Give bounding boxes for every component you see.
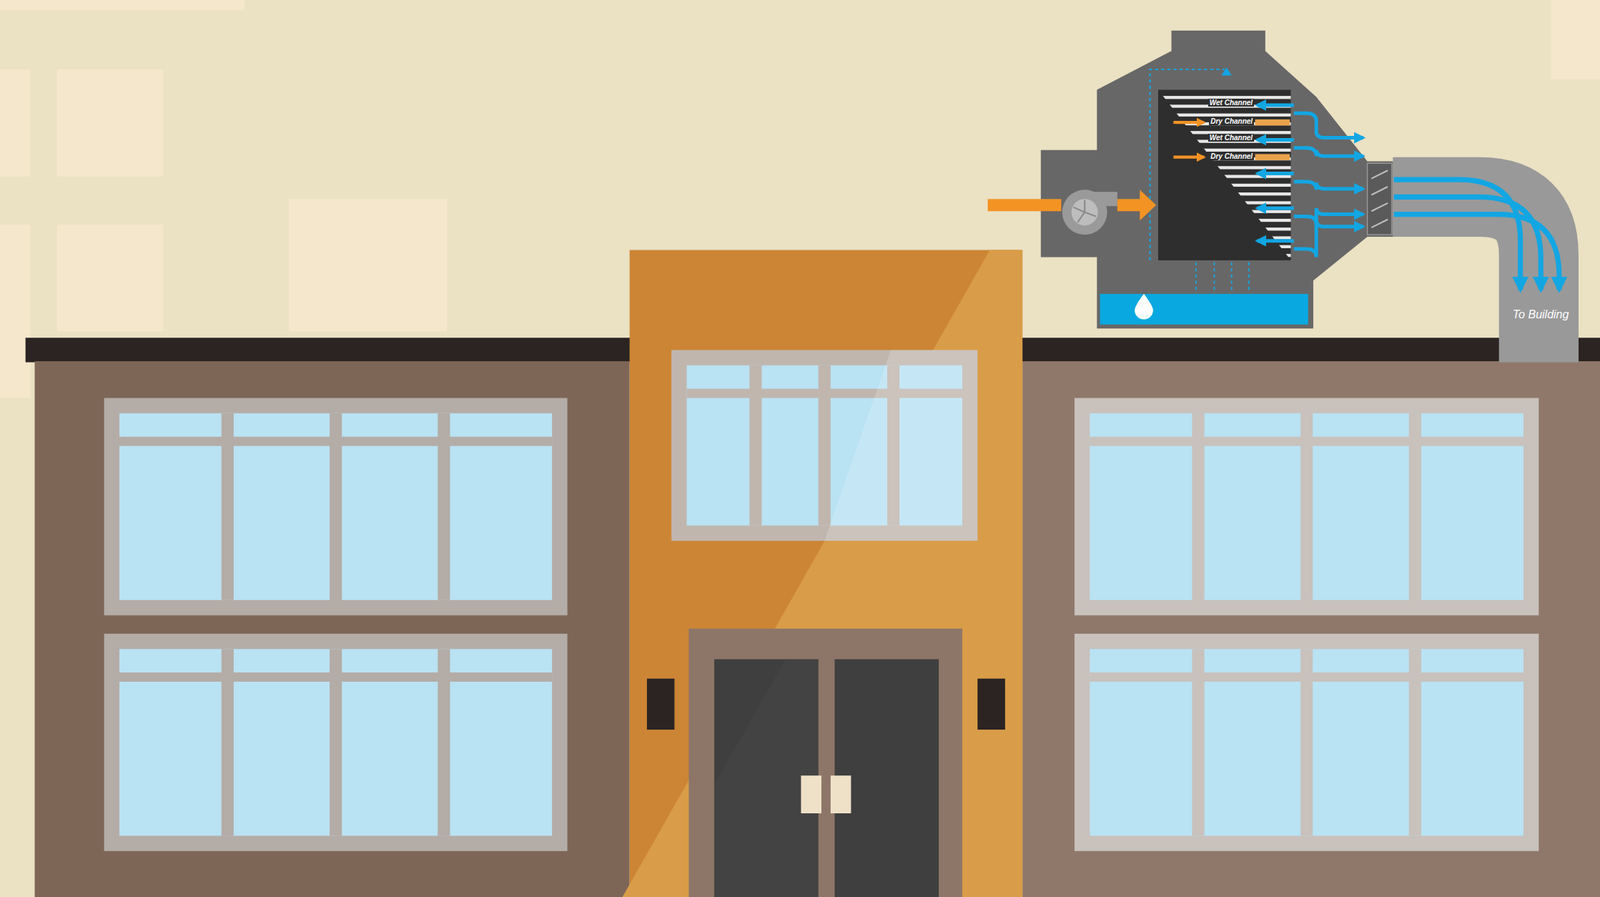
window-frame [671,349,978,541]
air-flows [1173,105,1363,258]
intake-arrow [988,198,1062,211]
channel-label: Dry Channel [1208,152,1254,161]
door-frame [688,628,963,897]
window-glass [1089,648,1524,836]
window-frame [1074,397,1539,615]
door-handle [800,774,822,813]
drip-line [1248,262,1250,292]
drip-line [1213,262,1216,292]
window-frame [104,633,568,851]
water-tray [1100,293,1309,325]
channel-label: Dry Channel [1208,117,1254,126]
drawing-part [1073,207,1086,213]
wall-lamp [977,678,1006,730]
fan-blades [1073,200,1096,223]
left-wing [35,361,630,897]
water-drop [1134,293,1154,320]
window-glass [1089,413,1524,600]
window-frame [104,397,568,615]
drip-line [1231,262,1233,292]
supply-flow [1294,147,1364,156]
wet-flow [1256,206,1294,211]
window [104,397,568,615]
wet-flow [1256,171,1294,176]
window [1074,397,1539,615]
tower-highlight [622,250,1024,897]
window [104,633,568,851]
cooler-housing [1040,30,1393,329]
dry-channel-fill [1255,119,1291,126]
background-block [0,69,31,177]
louver-blade [1371,203,1388,211]
louver-blade [1371,186,1388,195]
window-transom [119,436,552,447]
duct-flow [1394,214,1560,291]
louver-blade [1371,219,1388,228]
damper [1367,163,1392,235]
supply-flow [1294,112,1364,138]
window-transom [119,672,552,682]
supply-flow [1294,220,1364,257]
background-block [0,0,246,11]
window-frame [1074,633,1539,851]
background-block [288,198,447,332]
background-block [57,224,164,332]
wet-flow [1256,238,1294,243]
supply-flow [1294,208,1364,225]
drawing-part [1083,200,1086,213]
window-transom [1089,436,1524,447]
drawing-part [1084,212,1096,217]
background-block [1550,0,1600,80]
louver-blade [1371,170,1388,179]
wall-lamp [647,678,675,730]
channel-label: Wet Channel [1208,98,1254,107]
duct-flow [1394,196,1542,290]
window-transom [1089,672,1524,682]
dry-flow [1173,155,1204,159]
background-block [0,224,31,399]
damper-louvers [1367,163,1392,235]
wet-flow [1256,102,1294,107]
dry-channel-fill [1255,153,1291,161]
fan-wheel [1071,198,1099,226]
dry-flow [1173,120,1204,124]
intake-head [1139,189,1157,221]
intake-arrow [1117,198,1142,211]
wet-flow [1256,137,1294,142]
door-handle [830,774,852,813]
window [671,349,978,541]
channel-label: Wet Channel [1208,133,1254,142]
window-glass [119,648,552,836]
duct-label: To Building [1511,308,1571,322]
duct-flows [1394,179,1560,290]
drip-lines [1196,262,1249,292]
window-glass [119,413,552,600]
drip-line [1195,262,1197,292]
right-wing [1022,361,1600,897]
exhaust-arrow [1221,67,1232,76]
background-block [57,69,164,177]
drawing-part [1077,212,1085,223]
window [1074,633,1539,851]
glass-highlight [824,349,978,541]
supply-flow [1294,181,1364,190]
